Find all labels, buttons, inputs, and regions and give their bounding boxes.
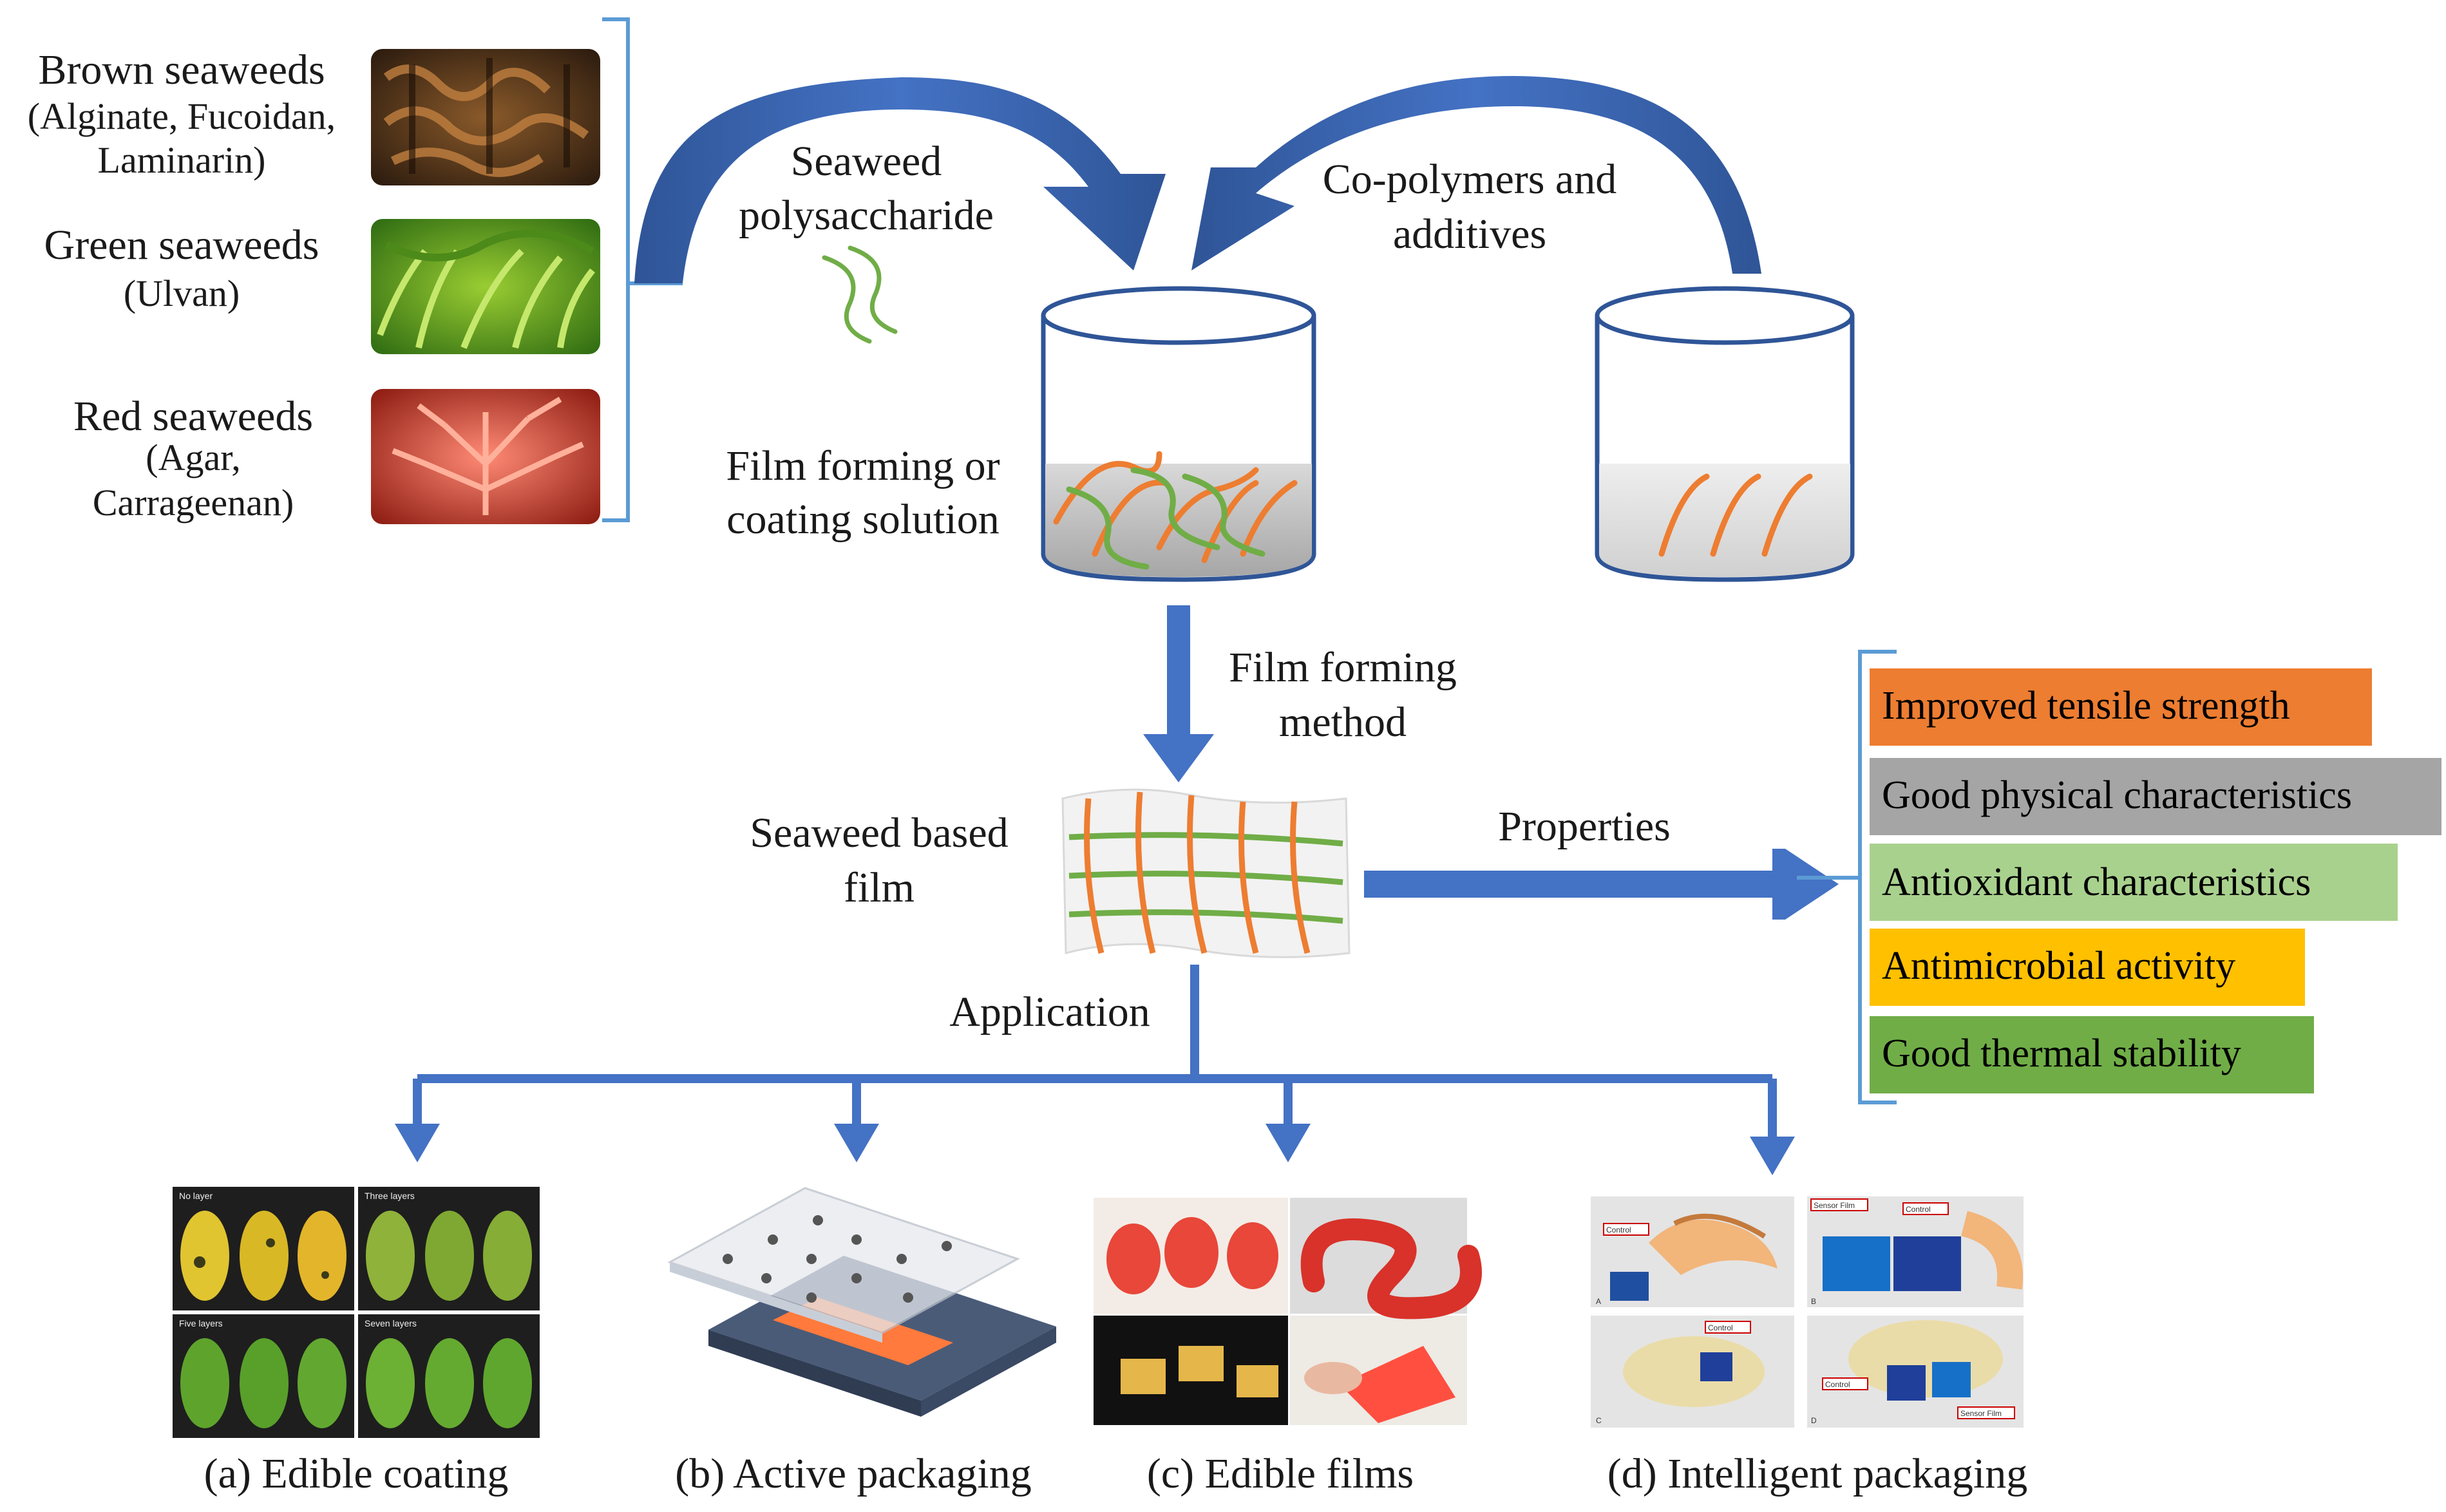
control-label: Control <box>1825 1380 1850 1389</box>
film-forming-arrow <box>1143 605 1214 782</box>
property-item: Antioxidant characteristics <box>1870 844 2398 921</box>
copolymers-label: Co-polymers and <box>1323 156 1616 203</box>
brown-seaweed-photo <box>371 49 600 185</box>
brown-seaweed-compounds-2: Laminarin) <box>98 139 266 181</box>
mango-label: Seven layers <box>365 1318 417 1328</box>
process-label: Film forming <box>1229 644 1457 691</box>
film-label: Seaweed based <box>750 809 1008 856</box>
panel-letter: B <box>1811 1297 1816 1306</box>
property-text: Antioxidant characteristics <box>1882 860 2311 904</box>
polysaccharide-label-2: polysaccharide <box>739 192 994 239</box>
edible-coating-photo: No layer Three layers Five layers Seven … <box>171 1185 541 1439</box>
panel-letter: C <box>1596 1416 1602 1425</box>
properties-arrow <box>1364 849 1839 920</box>
mango-label: No layer <box>179 1191 213 1201</box>
mango-group <box>366 1338 532 1428</box>
gummy-cubes <box>1121 1346 1278 1397</box>
property-item: Good thermal stability <box>1870 1016 2314 1093</box>
edible-films-photo <box>1094 1198 1482 1425</box>
application-arrowheads <box>395 1124 1795 1175</box>
shrimp-panel-b: Sensor Film Control B <box>1810 1198 2024 1306</box>
mango-group <box>180 1211 346 1301</box>
mango-group <box>180 1338 346 1428</box>
red-seaweed-compounds-2: Carrageenan) <box>93 482 294 524</box>
sensor-film-label: Sensor Film <box>1960 1409 2002 1418</box>
input-arrows: Seaweed polysaccharide Co-polymers and a… <box>634 76 1761 344</box>
solution-label: Film forming or <box>726 442 1000 489</box>
copolymers-label-2: additives <box>1393 211 1546 258</box>
film-label-2: film <box>844 864 915 911</box>
sensor-film-label: Sensor Film <box>1814 1201 1855 1210</box>
application-caption: (c) Edible films <box>1147 1450 1414 1497</box>
shrimp-panel-c: Control C <box>1596 1321 1765 1425</box>
property-text: Good thermal stability <box>1882 1032 2241 1075</box>
green-seaweed-compounds: (Ulvan) <box>124 272 240 314</box>
panel-letter: D <box>1811 1416 1817 1425</box>
application-caption: (d) Intelligent packaging <box>1607 1450 2027 1497</box>
property-text: Antimicrobial activity <box>1882 944 2235 988</box>
application-label: Application <box>949 988 1150 1035</box>
seaweed-sources: Brown seaweeds (Alginate, Fucoidan, Lami… <box>28 17 683 524</box>
brown-seaweed-compounds: (Alginate, Fucoidan, <box>28 95 336 137</box>
application-tree <box>413 965 1777 1146</box>
properties-bracket <box>1797 650 1897 1104</box>
red-film-tube <box>1300 1218 1482 1319</box>
mango-label: Three layers <box>365 1191 415 1201</box>
red-seaweed-photo <box>371 389 600 524</box>
strawberries <box>1106 1217 1278 1294</box>
shrimp-panel-d: Control Sensor Film D <box>1811 1320 2015 1425</box>
property-text: Improved tensile strength <box>1882 684 2290 728</box>
red-seaweed-compounds: (Agar, <box>146 437 240 478</box>
copolymer-beaker <box>1595 286 1855 582</box>
process-label-2: method <box>1279 699 1407 746</box>
red-seaweed-title: Red seaweeds <box>73 393 313 440</box>
copolymers-curved-arrow <box>1191 76 1761 274</box>
shrimp-panel-a: Control A <box>1596 1213 1778 1306</box>
property-item: Antimicrobial activity <box>1870 929 2305 1006</box>
properties-label: Properties <box>1498 803 1671 850</box>
property-item: Good physical characteristics <box>1870 758 2441 835</box>
intelligent-packaging-photo: Control A Sensor Film Control B Control … <box>1591 1196 2024 1428</box>
solution-label-2: coating solution <box>726 496 999 543</box>
green-seaweed-photo <box>371 219 600 354</box>
property-text: Good physical characteristics <box>1882 773 2352 817</box>
properties-list: Improved tensile strength Good physical … <box>1870 668 2441 1093</box>
packaging-dots <box>723 1215 952 1303</box>
application-caption: (b) Active packaging <box>675 1450 1031 1497</box>
control-label: Control <box>1606 1225 1631 1234</box>
polysaccharide-curved-arrow <box>634 77 1166 283</box>
seaweed-film-icon <box>1061 788 1351 958</box>
red-film-sheet <box>1340 1346 1455 1423</box>
mixing-beaker <box>1041 286 1316 582</box>
panel-letter: A <box>1596 1297 1601 1306</box>
brown-seaweed-title: Brown seaweeds <box>38 46 325 93</box>
mango-label: Five layers <box>179 1318 223 1328</box>
control-label: Control <box>1708 1323 1733 1332</box>
active-packaging-illustration <box>667 1187 1056 1417</box>
mango-group <box>366 1211 532 1301</box>
property-item: Improved tensile strength <box>1870 668 2372 746</box>
application-caption: (a) Edible coating <box>204 1450 509 1497</box>
polysaccharide-strands-icon <box>822 245 898 344</box>
control-label: Control <box>1906 1205 1931 1214</box>
green-seaweed-title: Green seaweeds <box>44 222 319 269</box>
polysaccharide-label: Seaweed <box>791 138 942 185</box>
